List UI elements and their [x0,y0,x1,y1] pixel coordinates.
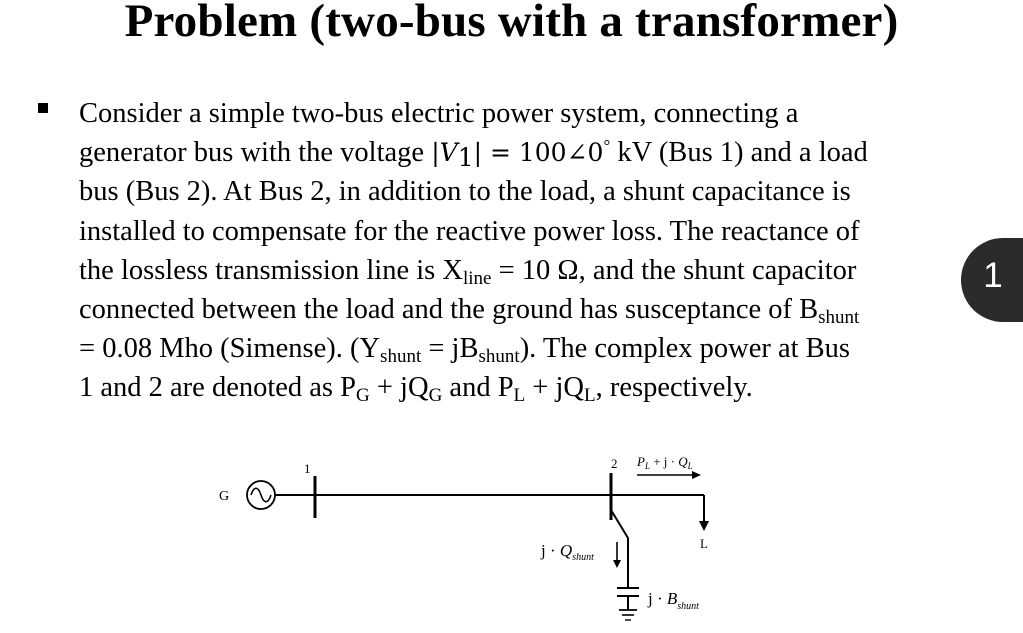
bus-2-label: 2 [611,456,618,471]
math-run: V [439,138,458,168]
sine-wave-icon [250,487,272,503]
subscript: L [513,385,526,407]
power-flow-arrowhead-icon [692,471,701,479]
subscript: line [462,267,492,289]
text-run: installed to compensate for the reactive… [79,215,860,247]
text-run: = jB [421,333,479,365]
math-run: | = 100∠0 [473,138,604,168]
text-run: the lossless transmission line is X [79,254,463,286]
text-run: = 0.08 Mho (Simense). (Y [79,333,381,365]
subscript: shunt [818,306,860,328]
text-run: connected between the load and the groun… [79,293,819,325]
text-run: kV (Bus 1) and a load [610,137,868,169]
text-run: bus (Bus 2). At Bus 2, in addition to th… [79,176,851,208]
paragraph-line-2: generator bus with the voltage |V1| = 10… [79,133,1023,172]
text-run: and P [442,372,514,404]
load-label: L [700,536,708,551]
text-run: 1 and 2 are denoted as P [79,372,356,404]
paragraph-line-4: installed to compensate for the reactive… [79,212,1023,251]
text-run: Consider a simple two-bus electric power… [79,98,799,129]
bus-1-label: 1 [304,461,311,476]
problem-paragraph: Consider a simple two-bus electric power… [79,94,1023,408]
shunt-q-arrowhead-icon [613,560,621,568]
text-run: + jQ [525,372,584,404]
paragraph-line-7: = 0.08 Mho (Simense). (Yshunt = jBshunt)… [79,329,1023,368]
shunt-b-label: j · Bshunt [647,589,699,612]
slide-title: Problem (two-bus with a transformer) [124,0,899,47]
subscript: shunt [478,346,520,368]
shunt-branch-diagonal [610,509,629,539]
page-number: 1 [983,256,1003,295]
paragraph-line-3: bus (Bus 2). At Bus 2, in addition to th… [79,172,1023,211]
paragraph-line-8: 1 and 2 are denoted as PG + jQG and PL +… [79,368,1023,407]
math-subscript: 1 [457,143,474,173]
text-run: + jQ [369,372,429,404]
paragraph-line-1: Consider a simple two-bus electric power… [79,94,1023,133]
subscript: G [428,385,443,407]
subscript: shunt [380,346,422,368]
text-run: ). The complex power at Bus [519,333,850,365]
text-run: generator bus with the voltage [79,137,432,169]
degree-symbol: ° [603,136,611,156]
load-power-label: PL + j · QL [636,454,693,471]
paragraph-line-6: connected between the load and the groun… [79,290,1023,329]
shunt-q-label: j · Qshunt [540,541,594,563]
generator-label: G [219,489,229,504]
subscript: L [583,385,596,407]
page-number-badge: 1 [961,238,1023,322]
subscript: G [356,385,370,407]
text-run: , respectively. [595,372,753,404]
bullet-marker [38,103,48,113]
math-run: | [431,138,440,168]
load-arrow-icon [699,521,709,531]
text-run: = 10 Ω, and the shunt capacitor [491,254,857,286]
paragraph-line-5: the lossless transmission line is Xline … [79,251,1023,290]
